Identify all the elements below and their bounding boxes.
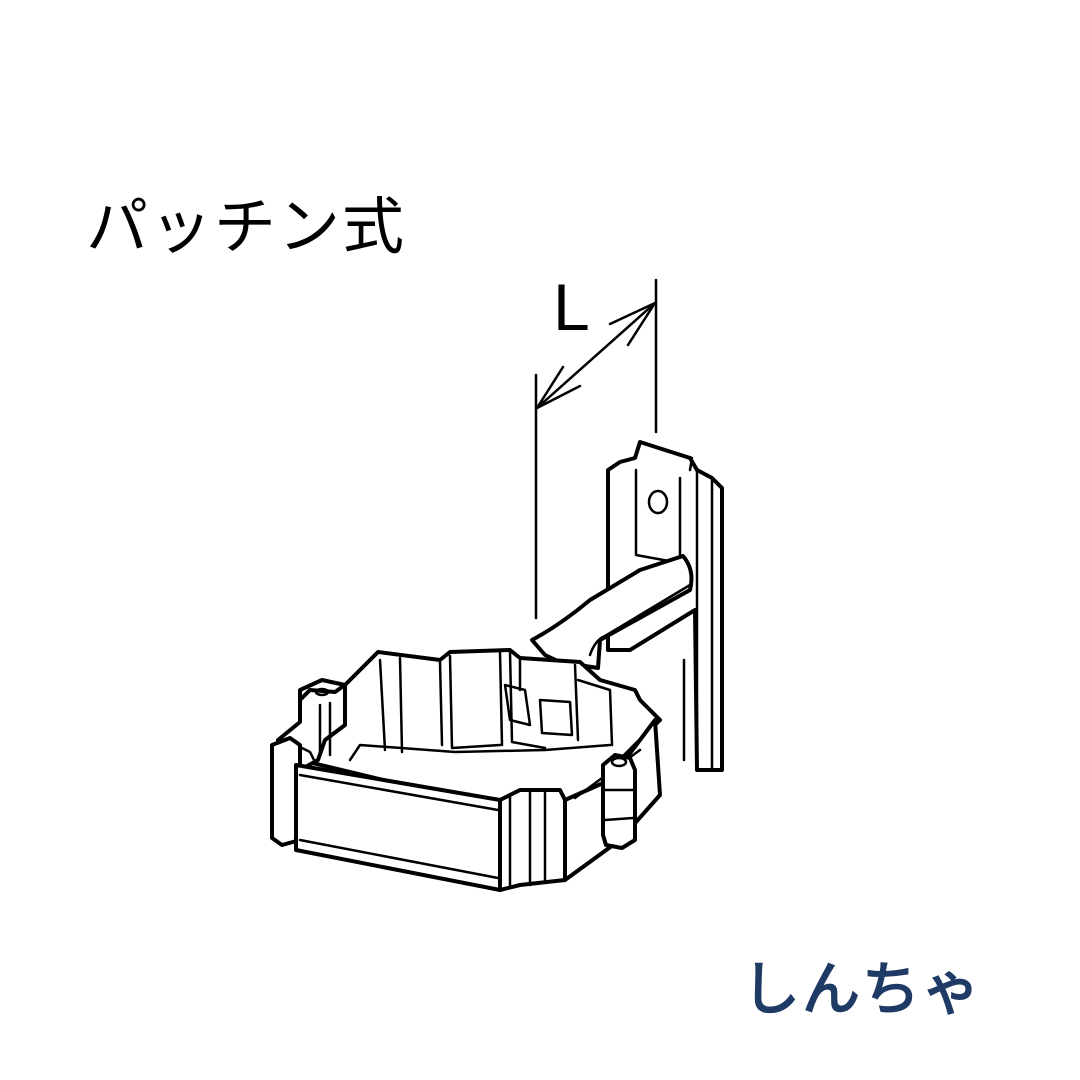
dimension-arrow-line bbox=[535, 301, 657, 410]
bracket-arm bbox=[530, 554, 694, 670]
watermark-text: しんちゃ bbox=[742, 955, 983, 1023]
ring-front-corner bbox=[498, 788, 567, 892]
screw-hole bbox=[647, 489, 669, 515]
dimension-l bbox=[534, 278, 658, 620]
clip-tab-left bbox=[503, 683, 532, 727]
gutter-ring bbox=[298, 648, 662, 817]
diagram-title: パッチン式 bbox=[86, 190, 407, 263]
arrowhead-left bbox=[535, 365, 582, 410]
arrowhead-right bbox=[608, 301, 657, 347]
clip-tab-right bbox=[538, 698, 574, 737]
left-hinge bbox=[270, 683, 347, 847]
dimension-label: L bbox=[553, 270, 590, 344]
right-hinge bbox=[601, 753, 637, 850]
